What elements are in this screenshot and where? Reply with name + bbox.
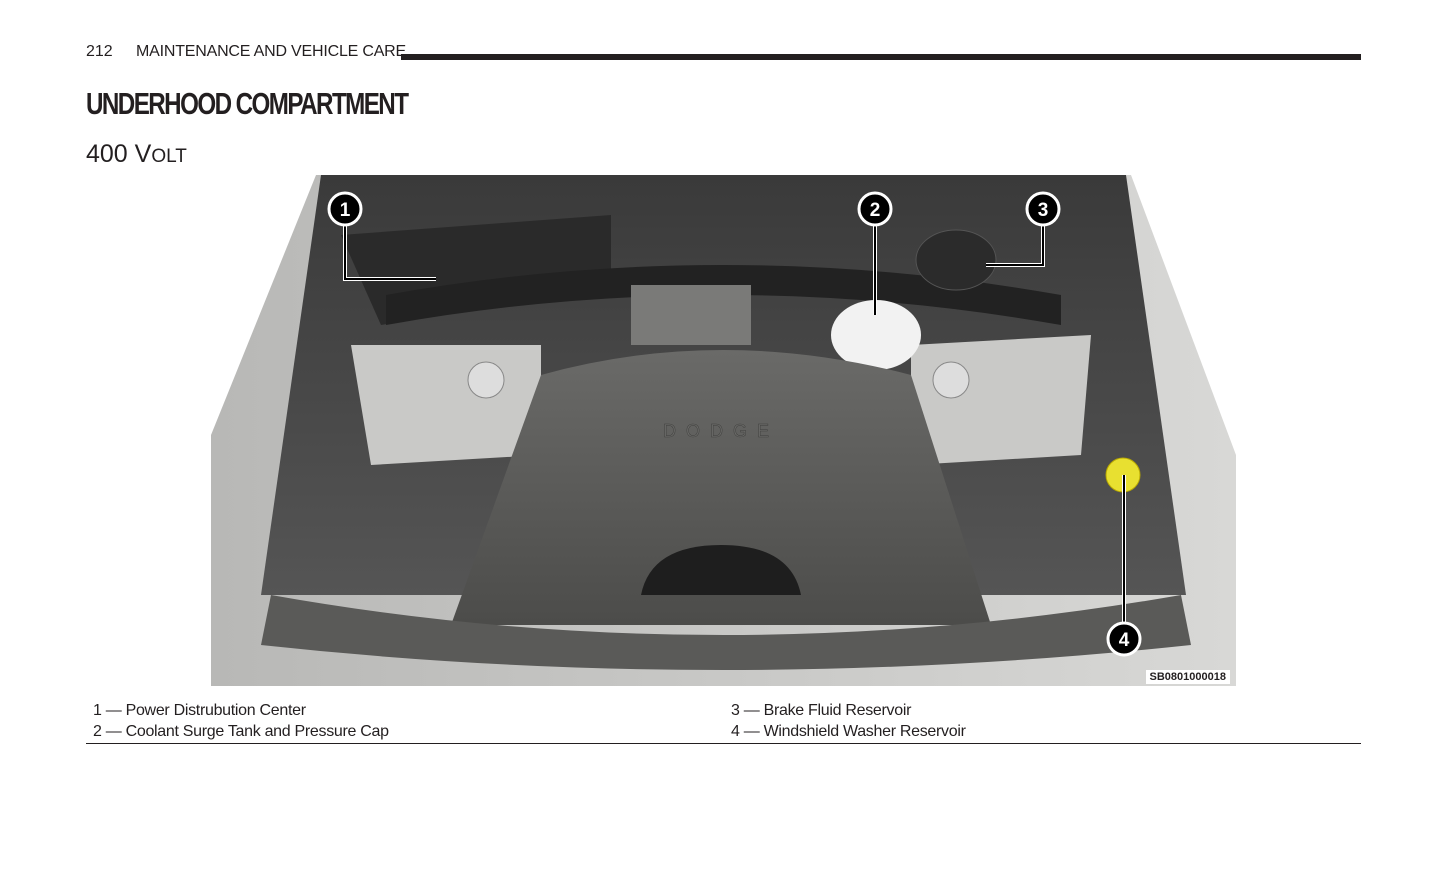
section-title: MAINTENANCE AND VEHICLE CARE [136, 43, 407, 60]
legend-item: 2 — Coolant Surge Tank and Pressure Cap [93, 723, 389, 740]
svg-text:2: 2 [870, 200, 881, 221]
page-title: UNDERHOOD COMPARTMENT [86, 86, 409, 121]
subtitle-small: OLT [151, 146, 187, 167]
subtitle-main: 400 V [86, 140, 152, 168]
engine-bay-illustration: DODGE 1 2 3 4 [211, 175, 1236, 686]
svg-text:1: 1 [340, 200, 351, 221]
callout-4: 4 [1106, 621, 1142, 657]
legend-item: 4 — Windshield Washer Reservoir [731, 723, 966, 740]
page-number: 212 [86, 43, 113, 60]
legend-item: 1 — Power Distrubution Center [93, 702, 306, 719]
page-header: 212 MAINTENANCE AND VEHICLE CARE [86, 40, 406, 64]
svg-text:3: 3 [1038, 200, 1049, 221]
svg-text:4: 4 [1119, 630, 1130, 651]
legend-right: 3 — Brake Fluid Reservoir 4 — Windshield… [731, 700, 966, 742]
bottom-rule [86, 743, 1361, 744]
figure-id: SB0801000018 [1145, 670, 1230, 684]
callout-1: 1 [327, 191, 363, 227]
callout-3: 3 [1025, 191, 1061, 227]
dodge-emboss: DODGE [663, 421, 779, 441]
underhood-figure: DODGE 1 2 3 4 SB0801000018 [211, 175, 1236, 686]
callout-2: 2 [857, 191, 893, 227]
subtitle: 400 VOLT [86, 140, 187, 169]
header-rule [401, 54, 1361, 60]
legend-item: 3 — Brake Fluid Reservoir [731, 702, 912, 719]
legend-left: 1 — Power Distrubution Center 2 — Coolan… [93, 700, 389, 742]
